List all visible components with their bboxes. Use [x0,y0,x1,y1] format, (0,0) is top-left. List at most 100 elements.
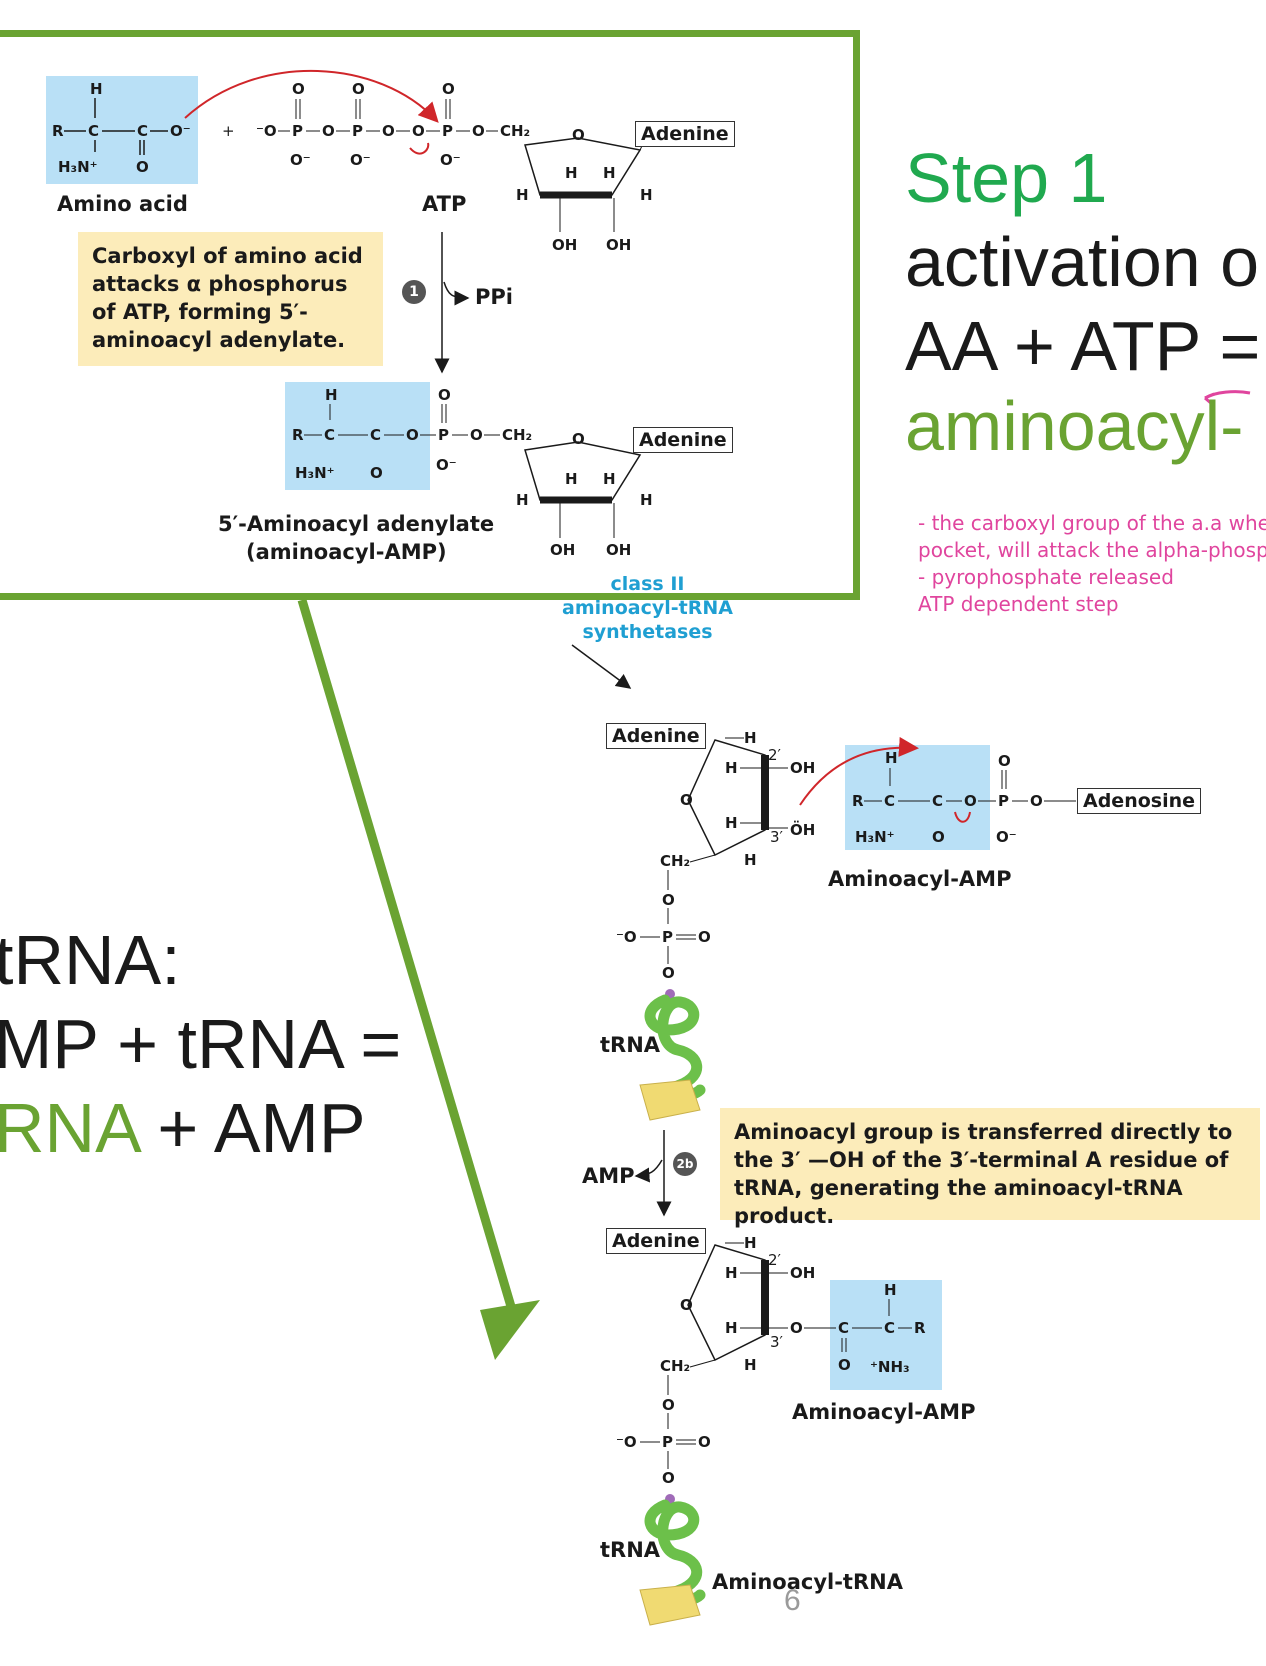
left-line-product: RNA + AMP [0,1086,366,1170]
svg-text:O: O [662,964,675,982]
left-line-product-rest: + AMP [137,1089,366,1167]
svg-text:O: O [838,1356,851,1374]
svg-text:O: O [572,126,585,144]
svg-text:⁻O: ⁻O [256,122,277,140]
svg-text:P: P [438,426,449,444]
svg-text:H: H [516,491,529,509]
svg-text:H: H [744,729,757,747]
svg-text:H: H [325,386,338,404]
svg-text:H: H [90,80,103,98]
svg-text:OH: OH [550,541,575,559]
svg-text:H₃N⁺: H₃N⁺ [58,158,98,176]
svg-text:H: H [885,749,898,767]
svg-text:H: H [725,1264,738,1282]
aminoacyl-amp-structure: H R C C O P O O⁻ O H₃N⁺ O [852,749,1076,846]
svg-text:C: C [884,792,895,810]
ppi-label: PPi [475,285,513,309]
svg-text:⁻O: ⁻O [616,1433,637,1451]
step-line-product: aminoacyl- [905,387,1244,465]
svg-text:P: P [662,928,673,946]
step1-number-badge: 1 [402,280,426,304]
svg-text:3′: 3′ [770,1333,784,1351]
svg-text:C: C [88,122,99,140]
svg-text:H: H [725,1319,738,1337]
svg-text:CH₂: CH₂ [502,426,532,444]
svg-text:H: H [744,1234,757,1252]
svg-text:P: P [442,122,453,140]
svg-text:OH: OH [606,236,631,254]
svg-text:H: H [744,851,757,869]
amp-label: AMP [582,1164,635,1188]
synthetase-line2: aminoacyl-tRNA [562,597,733,619]
adenylate-highlight [285,382,430,490]
svg-text:OH: OH [790,759,815,777]
svg-text:P: P [998,792,1009,810]
amino-acid-structure: H R C C O⁻ H₃N⁺ O [52,80,191,176]
adenine-box-3: Adenine [606,723,706,749]
green-pointer-line [297,598,520,1322]
svg-text:⁺NH₃: ⁺NH₃ [870,1358,910,1376]
svg-text:C: C [932,792,943,810]
svg-text:P: P [292,122,303,140]
trna-molecule-icon [639,989,706,1121]
svg-text:O⁻: O⁻ [436,456,457,474]
svg-text:O: O [292,80,305,98]
svg-text:H: H [725,759,738,777]
step1-caption: Carboxyl of amino acid attacks α phospho… [78,232,383,366]
left-line-equation: MP + tRNA = [0,1005,402,1083]
amino-acid-highlight [46,76,198,184]
svg-text:R: R [852,792,864,810]
left-line-product-green: RNA [0,1089,138,1167]
svg-text:H: H [565,164,578,182]
svg-text:O: O [698,928,711,946]
synthetase-line1: class II [610,573,685,595]
svg-text:O: O [1030,792,1043,810]
svg-text:P: P [352,122,363,140]
svg-text:CH₂: CH₂ [660,1357,690,1375]
step-title: Step 1 [905,139,1108,217]
note-line-3: - pyrophosphate released [918,565,1174,589]
svg-text:+: + [222,122,235,140]
adenylate-label-line2: (aminoacyl-AMP) [246,540,447,564]
svg-text:O: O [932,828,945,846]
note-line-2: pocket, will attack the alpha-phosp [918,538,1266,562]
adenine-box-2: Adenine [633,427,733,453]
svg-text:R: R [292,426,304,444]
aminoacyl-trna-label: Aminoacyl-tRNA [712,1570,903,1594]
svg-text:⁻O: ⁻O [616,928,637,946]
aminoacyl-amp-label: Aminoacyl-AMP [828,867,1012,891]
svg-text:C: C [324,426,335,444]
green-pointer-head [480,1300,540,1360]
step2b-number-badge: 2b [673,1152,697,1176]
svg-text:R: R [914,1319,926,1337]
svg-text:O: O [438,386,451,404]
svg-text:CH₂: CH₂ [660,852,690,870]
trna-terminal-residue-1: H O H OH 2′ H ÖH 3′ H CH₂ O ⁻O P O O [616,729,815,982]
svg-text:C: C [137,122,148,140]
step-line-activation: activation o [905,223,1260,301]
adenine-box-4: Adenine [606,1228,706,1254]
svg-text:H: H [603,470,616,488]
svg-text:P: P [662,1433,673,1451]
svg-text:O: O [662,1469,675,1487]
svg-text:OH: OH [552,236,577,254]
svg-text:O: O [698,1433,711,1451]
svg-text:H₃N⁺: H₃N⁺ [295,464,335,482]
svg-text:O: O [662,1396,675,1414]
svg-text:O⁻: O⁻ [170,122,191,140]
step2b-caption-text: Aminoacyl group is transferred directly … [734,1120,1233,1228]
trna-label-1: tRNA [600,1033,661,1057]
aminoacyl-trna-molecule-icon [639,1494,706,1626]
svg-text:H: H [516,186,529,204]
svg-text:H: H [565,470,578,488]
step1-caption-text: Carboxyl of amino acid attacks α phospho… [92,244,363,352]
svg-text:H₃N⁺: H₃N⁺ [855,828,895,846]
svg-text:O: O [472,122,485,140]
svg-text:CH₂: CH₂ [500,122,530,140]
trna-terminal-residue-2: H O H OH 2′ H 3′ O C C R H O ⁺NH₃ H CH₂ … [616,1234,926,1487]
adenylate-label-line1: 5′-Aminoacyl adenylate [218,512,495,536]
aminoacyl-trna-highlight [830,1280,942,1390]
svg-text:C: C [838,1319,849,1337]
svg-text:O: O [370,464,383,482]
